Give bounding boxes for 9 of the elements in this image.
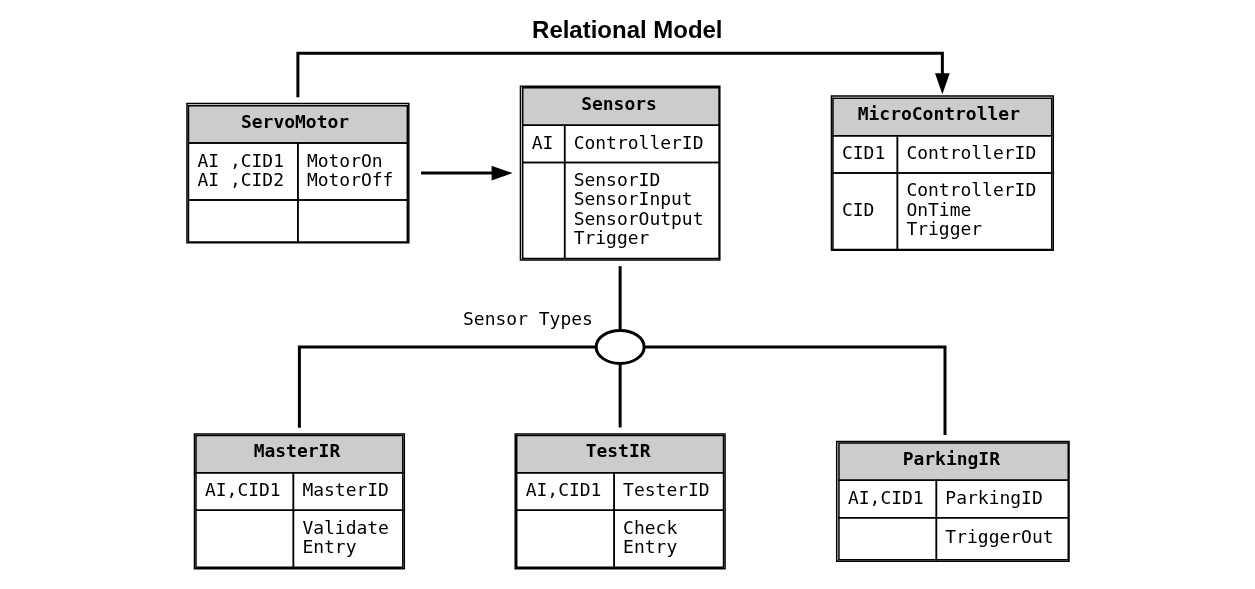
connector	[618, 363, 622, 428]
connector	[644, 345, 946, 435]
arrow	[420, 165, 513, 181]
diagram-title: Relational Model	[531, 15, 723, 43]
connector	[618, 266, 622, 330]
node-circle	[594, 328, 646, 365]
connector	[297, 345, 596, 428]
arrow	[295, 51, 950, 98]
node-label: Sensor Types	[462, 308, 593, 330]
